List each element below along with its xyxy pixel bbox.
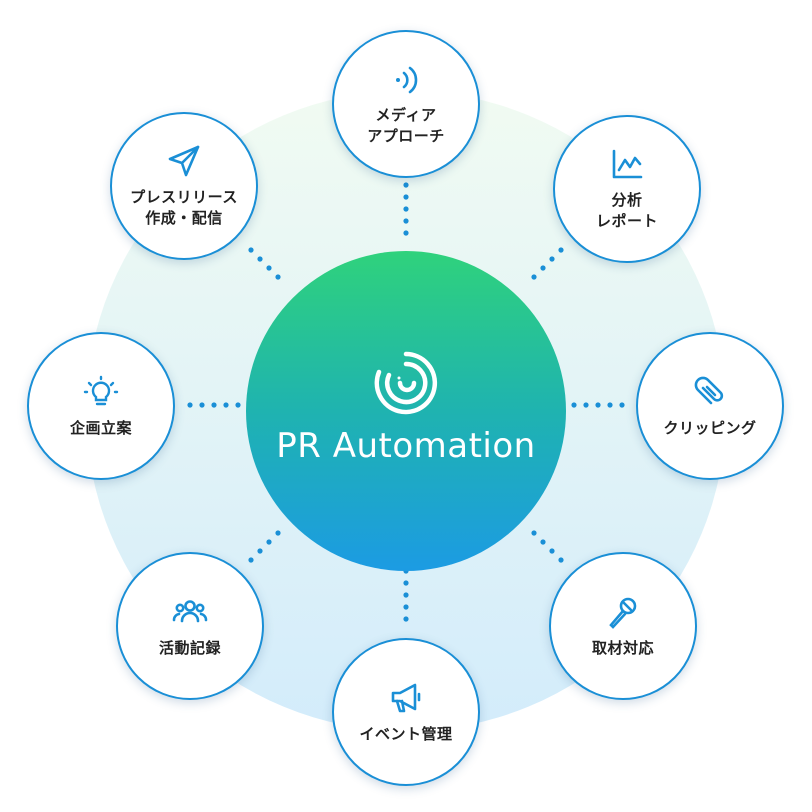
- center-title: PR Automation: [276, 426, 536, 466]
- people-icon: [172, 599, 208, 622]
- node-analysis-report[interactable]: 分析 レポート: [553, 115, 701, 263]
- node-label-line: 取材対応: [591, 638, 654, 657]
- node-clipping[interactable]: クリッピング: [636, 332, 784, 480]
- node-label-line: アプローチ: [367, 127, 445, 145]
- paperclip-icon: [694, 376, 724, 404]
- center-hub: PR Automation: [246, 251, 566, 571]
- node-press-release[interactable]: プレスリリース 作成・配信: [110, 112, 258, 260]
- node-label-line: 活動記録: [158, 638, 221, 657]
- spiral-logo-icon: [374, 351, 438, 415]
- node-label-line: プレスリリース: [130, 188, 238, 206]
- node-label-line: 分析: [611, 191, 643, 209]
- lightbulb-icon: [83, 375, 119, 405]
- connector-dots: [187, 182, 625, 622]
- node-label-line: イベント管理: [359, 724, 453, 743]
- node-activity-log[interactable]: 活動記録: [116, 552, 264, 700]
- node-media-approach[interactable]: メディア アプローチ: [332, 30, 480, 178]
- microphone-icon: [609, 597, 637, 629]
- megaphone-icon: [391, 683, 421, 712]
- node-label-line: 作成・配信: [145, 209, 223, 227]
- chart-icon: [612, 149, 643, 179]
- node-label-line: レポート: [595, 212, 658, 230]
- node-planning[interactable]: 企画立案: [27, 332, 175, 480]
- node-interview[interactable]: 取材対応: [549, 552, 697, 700]
- node-event-management[interactable]: イベント管理: [332, 638, 480, 786]
- send-icon: [168, 145, 200, 177]
- signal-icon: [396, 66, 418, 94]
- node-label-line: メディア: [375, 106, 437, 124]
- node-label-line: クリッピング: [663, 418, 757, 437]
- node-label-line: 企画立案: [69, 418, 132, 437]
